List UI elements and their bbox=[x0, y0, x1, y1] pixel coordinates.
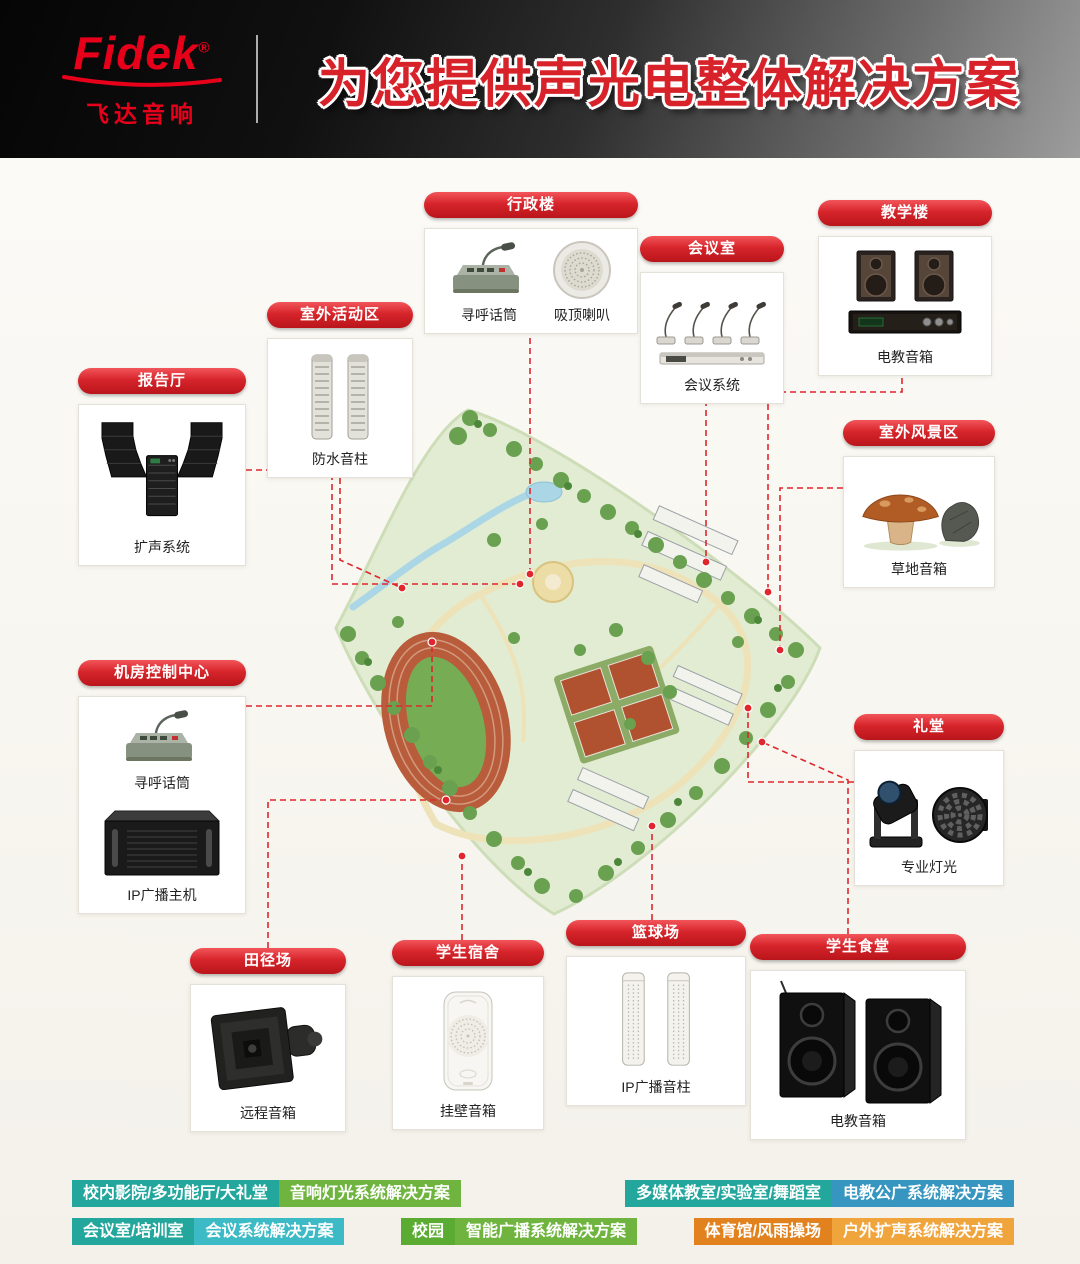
card-student-dormitory: 学生宿舍 挂壁音箱 bbox=[392, 940, 544, 1130]
product-caption: 挂壁音箱 bbox=[440, 1103, 496, 1119]
product-caption: 寻呼话筒 bbox=[461, 307, 517, 323]
brand-chinese-name: 飞达音响 bbox=[86, 100, 198, 127]
tennis-courts bbox=[554, 645, 680, 764]
card-title: 室外风景区 bbox=[843, 420, 995, 446]
card-teaching-building: 教学楼 bbox=[818, 200, 992, 376]
header-divider bbox=[256, 35, 258, 123]
product-caption: IP广播主机 bbox=[127, 887, 197, 903]
card-title: 会议室 bbox=[640, 236, 784, 262]
card-outdoor-scenic-area: 室外风景区 草地音箱 bbox=[843, 420, 995, 588]
campus-buildings-south bbox=[567, 766, 650, 832]
product: IP广播主机 bbox=[95, 799, 229, 905]
card-conference-room: 会议室 bbox=[640, 236, 784, 404]
product: 专业灯光 bbox=[862, 759, 996, 877]
product-caption: IP广播音柱 bbox=[621, 1079, 691, 1095]
paging-mic-icon bbox=[440, 237, 538, 303]
card-title: 学生食堂 bbox=[750, 934, 966, 960]
card-title: 礼堂 bbox=[854, 714, 1004, 740]
black-speakers-icon bbox=[760, 979, 956, 1109]
solution-group: 多媒体教室/实验室/舞蹈室 电教公广系统解决方案 bbox=[625, 1180, 1014, 1207]
product: 远程音箱 bbox=[198, 993, 338, 1123]
footer-row-2: 会议室/培训室 会议系统解决方案 校园 智能广播系统解决方案 体育馆/风雨操场 … bbox=[72, 1218, 1014, 1245]
product: IP广播音柱 bbox=[594, 965, 718, 1097]
product-caption: 草地音箱 bbox=[891, 561, 947, 577]
product: 草地音箱 bbox=[852, 465, 986, 579]
card-title: 教学楼 bbox=[818, 200, 992, 226]
card-title: 篮球场 bbox=[566, 920, 746, 946]
product-caption: 专业灯光 bbox=[901, 859, 957, 875]
card-title: 田径场 bbox=[190, 948, 346, 974]
ip-column-speakers-icon bbox=[594, 965, 718, 1075]
brand-wordmark: Fidek® bbox=[73, 26, 211, 79]
ceiling-speaker-icon bbox=[542, 237, 622, 303]
pond bbox=[525, 481, 563, 503]
conference-system-icon bbox=[650, 281, 774, 373]
product: 扩声系统 bbox=[86, 413, 238, 557]
solution-label: 体育馆/风雨操场 bbox=[693, 1218, 832, 1245]
product: 吸顶喇叭 bbox=[542, 237, 622, 325]
solution-group: 校内影院/多功能厅/大礼堂 音响灯光系统解决方案 bbox=[72, 1180, 461, 1207]
logo-swoosh-icon bbox=[62, 74, 222, 93]
product-caption: 寻呼话筒 bbox=[134, 775, 190, 791]
product: 会议系统 bbox=[650, 281, 774, 395]
card-auditorium: 礼堂 bbox=[854, 714, 1004, 886]
product: 寻呼话筒 bbox=[440, 237, 538, 325]
solution-text: 会议系统解决方案 bbox=[194, 1218, 345, 1245]
product: 电教音箱 bbox=[760, 979, 956, 1131]
product-caption: 电教音箱 bbox=[877, 349, 933, 365]
line-array-icon bbox=[86, 413, 238, 535]
solution-group: 会议室/培训室 会议系统解决方案 bbox=[72, 1218, 345, 1245]
solution-label: 校园 bbox=[400, 1218, 455, 1245]
product-caption: 电教音箱 bbox=[830, 1113, 886, 1129]
card-title: 行政楼 bbox=[424, 192, 638, 218]
card-title: 学生宿舍 bbox=[392, 940, 544, 966]
solution-label: 会议室/培训室 bbox=[72, 1218, 195, 1245]
solution-text: 音响灯光系统解决方案 bbox=[278, 1180, 461, 1207]
solution-footer: 校内影院/多功能厅/大礼堂 音响灯光系统解决方案 多媒体教室/实验室/舞蹈室 电… bbox=[72, 1180, 1014, 1245]
ip-broadcast-host-icon bbox=[95, 799, 229, 883]
wall-speaker-icon bbox=[426, 985, 510, 1099]
card-control-room: 机房控制中心 寻呼话筒 bbox=[78, 660, 246, 914]
product-caption: 会议系统 bbox=[684, 377, 740, 393]
card-outdoor-activity-area: 室外活动区 bbox=[267, 302, 413, 478]
trees bbox=[340, 410, 804, 903]
campus-buildings-east bbox=[663, 664, 743, 726]
solution-group: 体育馆/风雨操场 户外扩声系统解决方案 bbox=[693, 1218, 1014, 1245]
solution-label: 多媒体教室/实验室/舞蹈室 bbox=[625, 1180, 832, 1207]
product-caption: 防水音柱 bbox=[312, 451, 368, 467]
card-admin-building: 行政楼 寻呼话筒 bbox=[424, 192, 638, 334]
solution-label: 校内影院/多功能厅/大礼堂 bbox=[72, 1180, 279, 1207]
product-caption: 扩声系统 bbox=[134, 539, 190, 555]
card-lecture-hall: 报告厅 bbox=[78, 368, 246, 566]
registered-mark: ® bbox=[198, 39, 211, 57]
product: 电教音箱 bbox=[839, 245, 971, 367]
product: 防水音柱 bbox=[292, 347, 388, 469]
product-caption: 吸顶喇叭 bbox=[554, 307, 610, 323]
garden-speakers-icon bbox=[852, 465, 986, 557]
card-title: 室外活动区 bbox=[267, 302, 413, 328]
card-basketball-court: 篮球场 bbox=[566, 920, 746, 1106]
stage-lights-icon bbox=[862, 759, 996, 855]
page-title: 为您提供声光电整体解决方案 bbox=[317, 55, 1020, 114]
product: 挂壁音箱 bbox=[426, 985, 510, 1121]
column-speakers-icon bbox=[292, 347, 388, 447]
solution-group: 校园 智能广播系统解决方案 bbox=[400, 1218, 638, 1245]
card-title: 报告厅 bbox=[78, 368, 246, 394]
card-track-field: 田径场 远程音箱 bbox=[190, 948, 346, 1132]
card-student-canteen: 学生食堂 bbox=[750, 934, 966, 1140]
paging-mic-icon bbox=[113, 705, 211, 771]
solution-text: 智能广播系统解决方案 bbox=[455, 1218, 638, 1245]
footer-row-1: 校内影院/多功能厅/大礼堂 音响灯光系统解决方案 多媒体教室/实验室/舞蹈室 电… bbox=[72, 1180, 1014, 1207]
card-title: 机房控制中心 bbox=[78, 660, 246, 686]
horn-speaker-icon bbox=[198, 993, 338, 1101]
solution-text: 电教公广系统解决方案 bbox=[831, 1180, 1014, 1207]
product: 寻呼话筒 bbox=[113, 705, 211, 793]
product-caption: 远程音箱 bbox=[240, 1105, 296, 1121]
header-banner: Fidek® 飞达音响 为您提供声光电整体解决方案 bbox=[0, 0, 1080, 158]
av-speakers-icon bbox=[839, 245, 971, 345]
solution-text: 户外扩声系统解决方案 bbox=[831, 1218, 1014, 1245]
fidek-logo: Fidek® 飞达音响 bbox=[62, 30, 222, 129]
